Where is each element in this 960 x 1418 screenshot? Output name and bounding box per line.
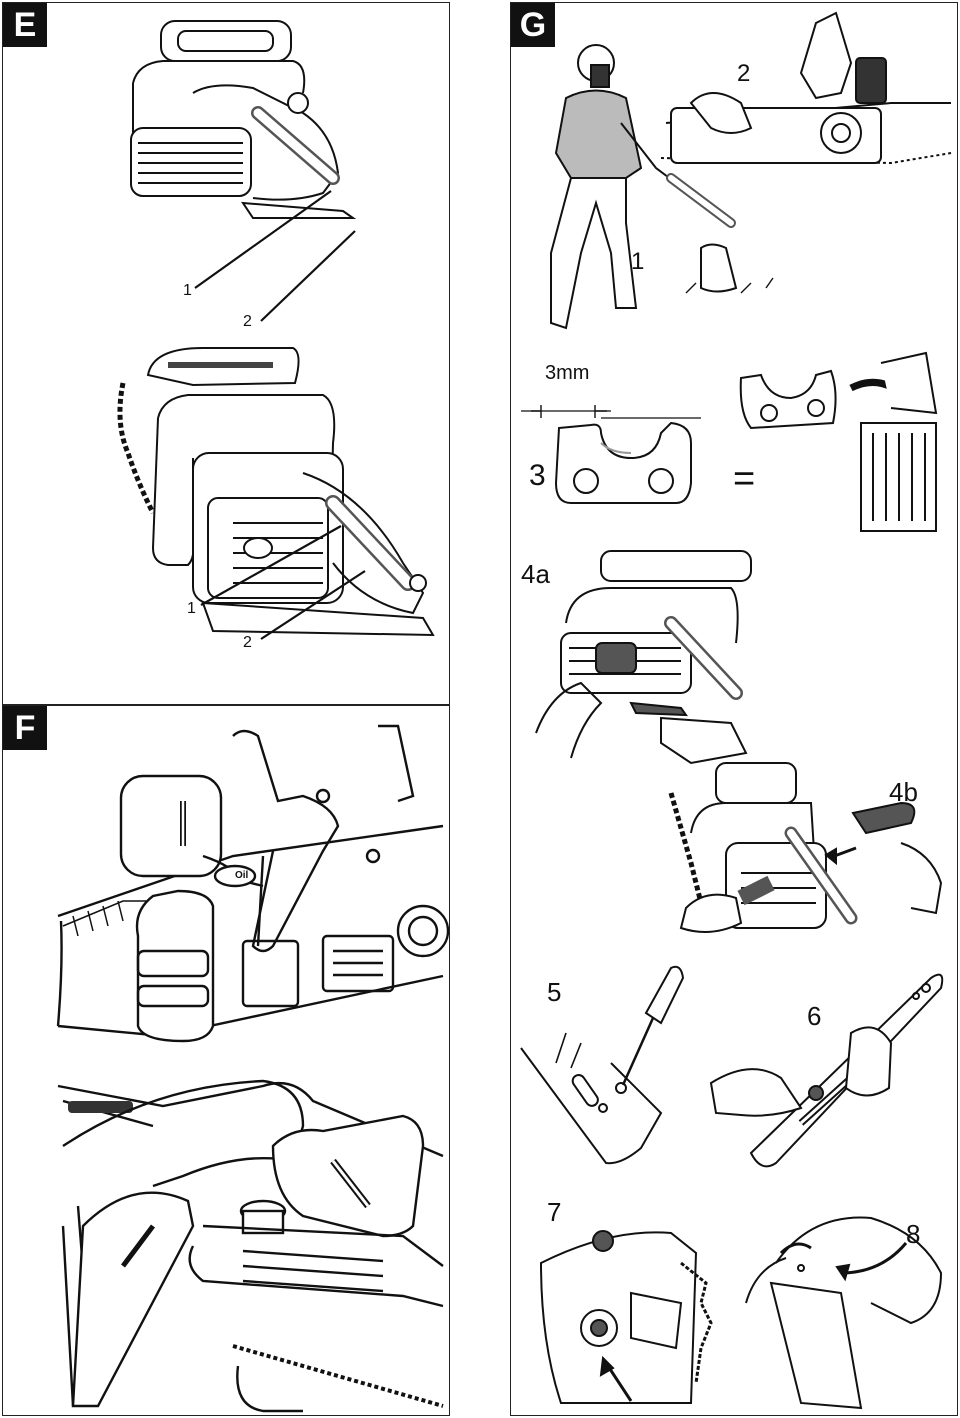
callout-lines-bottom: [200, 525, 366, 640]
step-4a-label: 4a: [521, 559, 550, 589]
worker-illustration: [550, 44, 774, 330]
panel-e: E 1 2: [2, 2, 450, 705]
step-3-label: 3: [529, 459, 546, 492]
panel-g: G 1 2: [510, 2, 958, 1416]
panel-g-illustrations: 1 2 3mm 3 =: [520, 11, 952, 1410]
callout-1-top: 1: [183, 282, 192, 299]
oil-refill-upper-illustration: Oil: [56, 724, 449, 1043]
step-4b-label: 4b: [889, 777, 918, 807]
svg-text:Oil: Oil: [235, 870, 249, 881]
sprocket-cover-illustration: [539, 1230, 713, 1404]
panel-f-illustrations: Oil: [56, 724, 449, 1413]
screwdriver-illustration: [520, 965, 685, 1165]
chain-tension-illustration: [660, 11, 952, 165]
panel-f: F Oil: [2, 705, 450, 1416]
step-8-label: 8: [906, 1219, 920, 1249]
equals-sign: =: [733, 458, 755, 500]
gap-measurement-label: 3mm: [545, 362, 589, 384]
callout-lines-top: [194, 190, 356, 322]
cleaning-4b-illustration: [668, 762, 943, 933]
callout-2-bottom: 2: [243, 634, 252, 651]
bar-flip-illustration: [709, 973, 944, 1168]
panel-e-badge: E: [3, 3, 47, 47]
step-5-label: 5: [547, 977, 561, 1007]
panel-f-badge: F: [3, 706, 47, 750]
callout-2-top: 2: [243, 313, 252, 330]
step-2-label: 2: [737, 60, 750, 87]
chainsaw-front-bottom-illustration: [117, 347, 435, 637]
callout-1-bottom: 1: [187, 600, 196, 617]
chain-tension-check-illustration: [745, 1216, 943, 1410]
trash-bin-icon: [849, 351, 938, 532]
step-7-label: 7: [547, 1197, 561, 1227]
cleaning-4a-illustration: [535, 550, 752, 765]
panel-e-illustrations: 1 2 1 2: [117, 20, 435, 651]
chain-link-illustration: [521, 405, 701, 504]
panel-g-badge: G: [511, 3, 555, 47]
chainsaw-rear-top-illustration: [130, 20, 357, 219]
step-6-label: 6: [807, 1001, 821, 1031]
step-1-label: 1: [631, 248, 644, 275]
worn-link-illustration: [739, 369, 837, 430]
oil-refill-lower-illustration: [57, 1079, 444, 1413]
